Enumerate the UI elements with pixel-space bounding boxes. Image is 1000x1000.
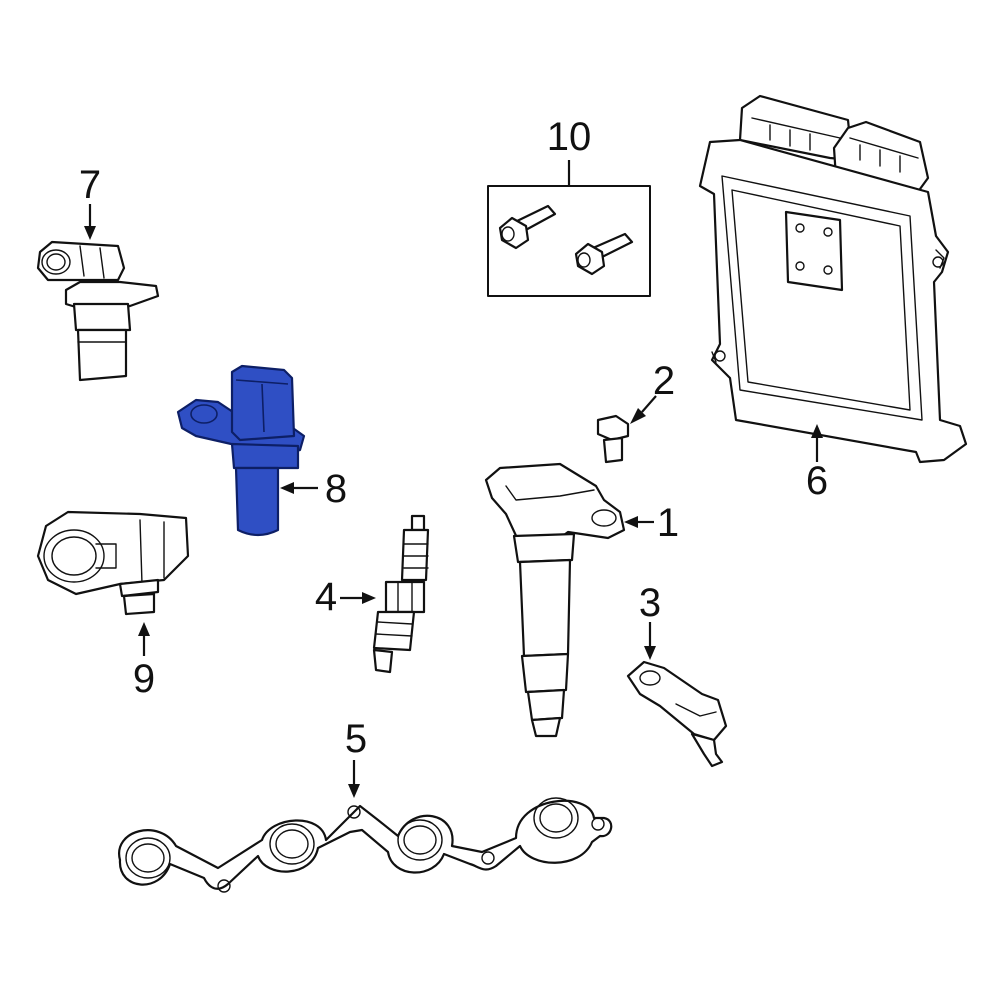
callout-6: 6 (806, 459, 828, 503)
callout-9: 9 (133, 657, 155, 701)
part-5-gasket: 5 (118, 717, 613, 893)
callout-4: 4 (315, 575, 337, 619)
part-9-sensor: 9 (36, 510, 190, 701)
part-8-sensor-highlighted: 8 (176, 364, 347, 537)
part-2-bolt: 2 (596, 359, 675, 464)
callout-3: 3 (639, 581, 661, 625)
part-7-sensor: 7 (36, 163, 160, 382)
part-6-engine-control-module: 6 (698, 94, 968, 503)
callout-10: 10 (547, 115, 592, 159)
callout-5: 5 (345, 717, 367, 761)
part-3-sensor: 3 (626, 581, 728, 768)
callout-2: 2 (653, 359, 675, 403)
callout-8: 8 (325, 467, 347, 511)
callout-1: 1 (657, 501, 679, 545)
part-10-bolts: 10 (487, 115, 651, 297)
callout-7: 7 (79, 163, 101, 207)
part-4-spark-plug: 4 (315, 514, 430, 674)
part-1-ignition-coil: 1 (484, 462, 679, 738)
